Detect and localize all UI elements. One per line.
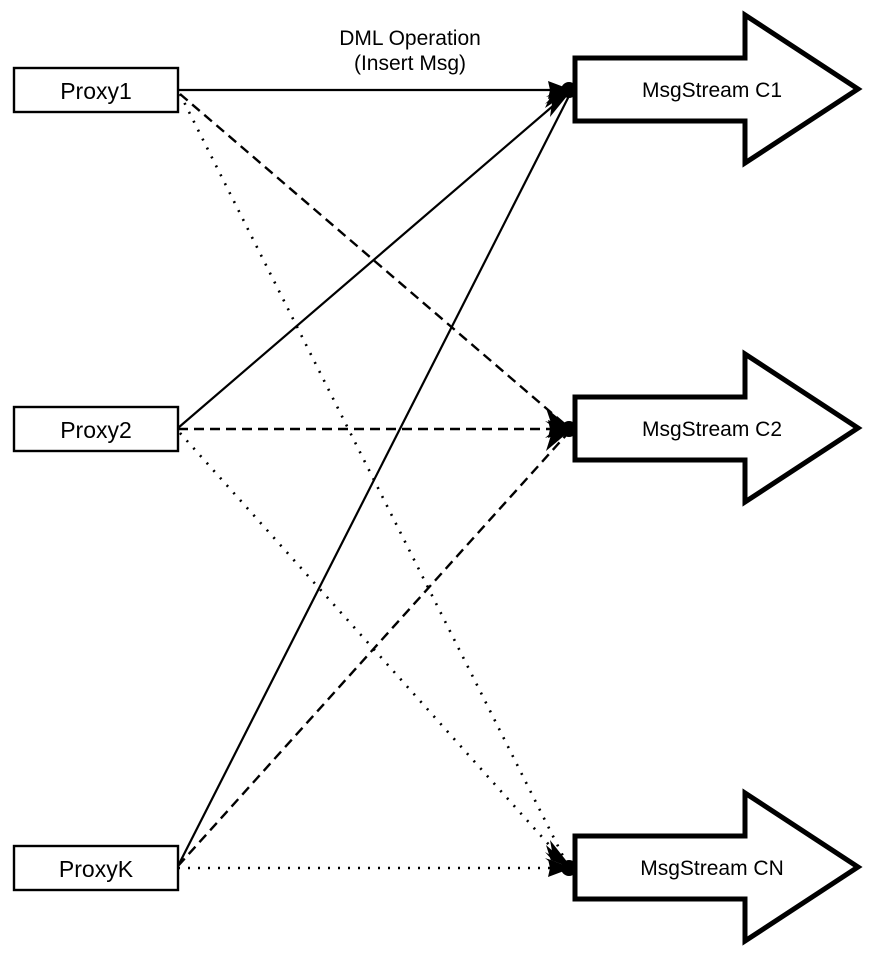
stream-label: MsgStream C1 <box>642 79 782 102</box>
arrowhead-group-stream-cn <box>545 840 577 877</box>
proxy-node-proxy2[interactable]: Proxy2 <box>12 405 180 453</box>
proxy-label: Proxy1 <box>60 78 132 104</box>
edge-label-dml-operation: DML Operation (Insert Msg) <box>339 27 481 75</box>
stream-node-cn[interactable]: MsgStream CN <box>572 788 863 946</box>
edge-proxyk-to-stream-c1[interactable] <box>177 93 571 867</box>
block-arrow-icon[interactable] <box>572 349 863 507</box>
proxy-box[interactable] <box>12 844 180 892</box>
edge-proxy1-to-stream-c2[interactable] <box>179 93 569 428</box>
proxy-node-proxyk[interactable]: ProxyK <box>12 844 180 892</box>
edge-proxy2-to-stream-c1[interactable] <box>177 92 569 429</box>
edge-proxyk-to-stream-c2[interactable] <box>177 432 569 867</box>
arrowhead-icon <box>548 859 572 877</box>
arrowhead-layer <box>545 81 577 877</box>
arrowhead-icon <box>548 420 572 438</box>
proxy-box[interactable] <box>12 405 180 453</box>
edge-proxy1-to-stream-cn[interactable] <box>178 93 570 867</box>
edge-label-line1: DML Operation <box>339 27 481 50</box>
proxy-box[interactable] <box>12 66 180 114</box>
edge-label-line2: (Insert Msg) <box>354 52 466 75</box>
stream-label: MsgStream C2 <box>642 418 782 441</box>
stream-label: MsgStream CN <box>640 857 784 880</box>
proxy-label: ProxyK <box>59 856 134 882</box>
block-arrow-icon[interactable] <box>572 788 863 946</box>
arrowhead-icon <box>548 81 572 99</box>
proxy-label: Proxy2 <box>60 417 132 443</box>
stream-node-c1[interactable]: MsgStream C1 <box>572 10 863 168</box>
edge-layer <box>177 88 571 870</box>
proxy-node-proxy1[interactable]: Proxy1 <box>12 66 180 114</box>
block-arrow-icon[interactable] <box>572 10 863 168</box>
stream-node-c2[interactable]: MsgStream C2 <box>572 349 863 507</box>
